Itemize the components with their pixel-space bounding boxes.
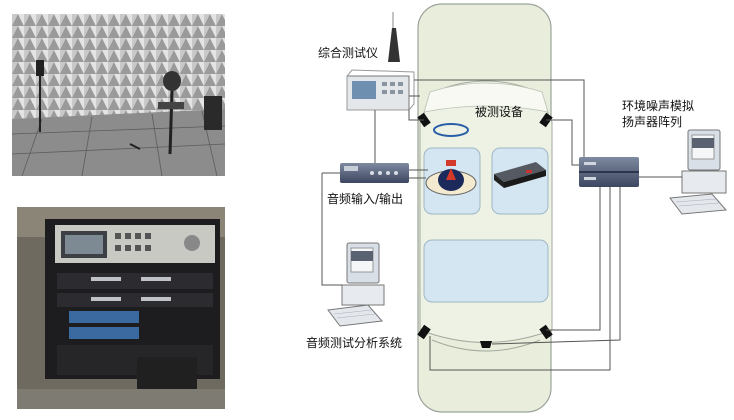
noise-amplifier-icon (579, 157, 639, 187)
audio-test-system-label: 音频测试分析系统 (306, 336, 403, 350)
head-simulator-icon (425, 160, 477, 196)
cable-connections (321, 79, 682, 371)
noise-sim-label-line1: 环境噪声模拟 (622, 99, 695, 113)
analyzer-label: 综合测试仪 (318, 46, 379, 60)
analyzer-instrument-icon (346, 69, 415, 111)
audio-io-box-icon (340, 163, 409, 183)
audio-io-label: 音频输入/输出 (327, 192, 404, 206)
equipment-rack-photo (17, 207, 225, 409)
audio-analysis-pc-icon (327, 242, 385, 327)
rear-seat (423, 239, 549, 303)
anechoic-chamber-photo (12, 14, 225, 176)
dut-device-icon (494, 162, 546, 188)
analyzer-antenna-icon (388, 12, 400, 62)
noise-sim-label-line2: 扬声器阵列 (622, 115, 683, 129)
noise-control-pc-icon (669, 129, 728, 215)
dut-label: 被测设备 (475, 105, 524, 119)
steering-wheel-icon (433, 123, 469, 137)
